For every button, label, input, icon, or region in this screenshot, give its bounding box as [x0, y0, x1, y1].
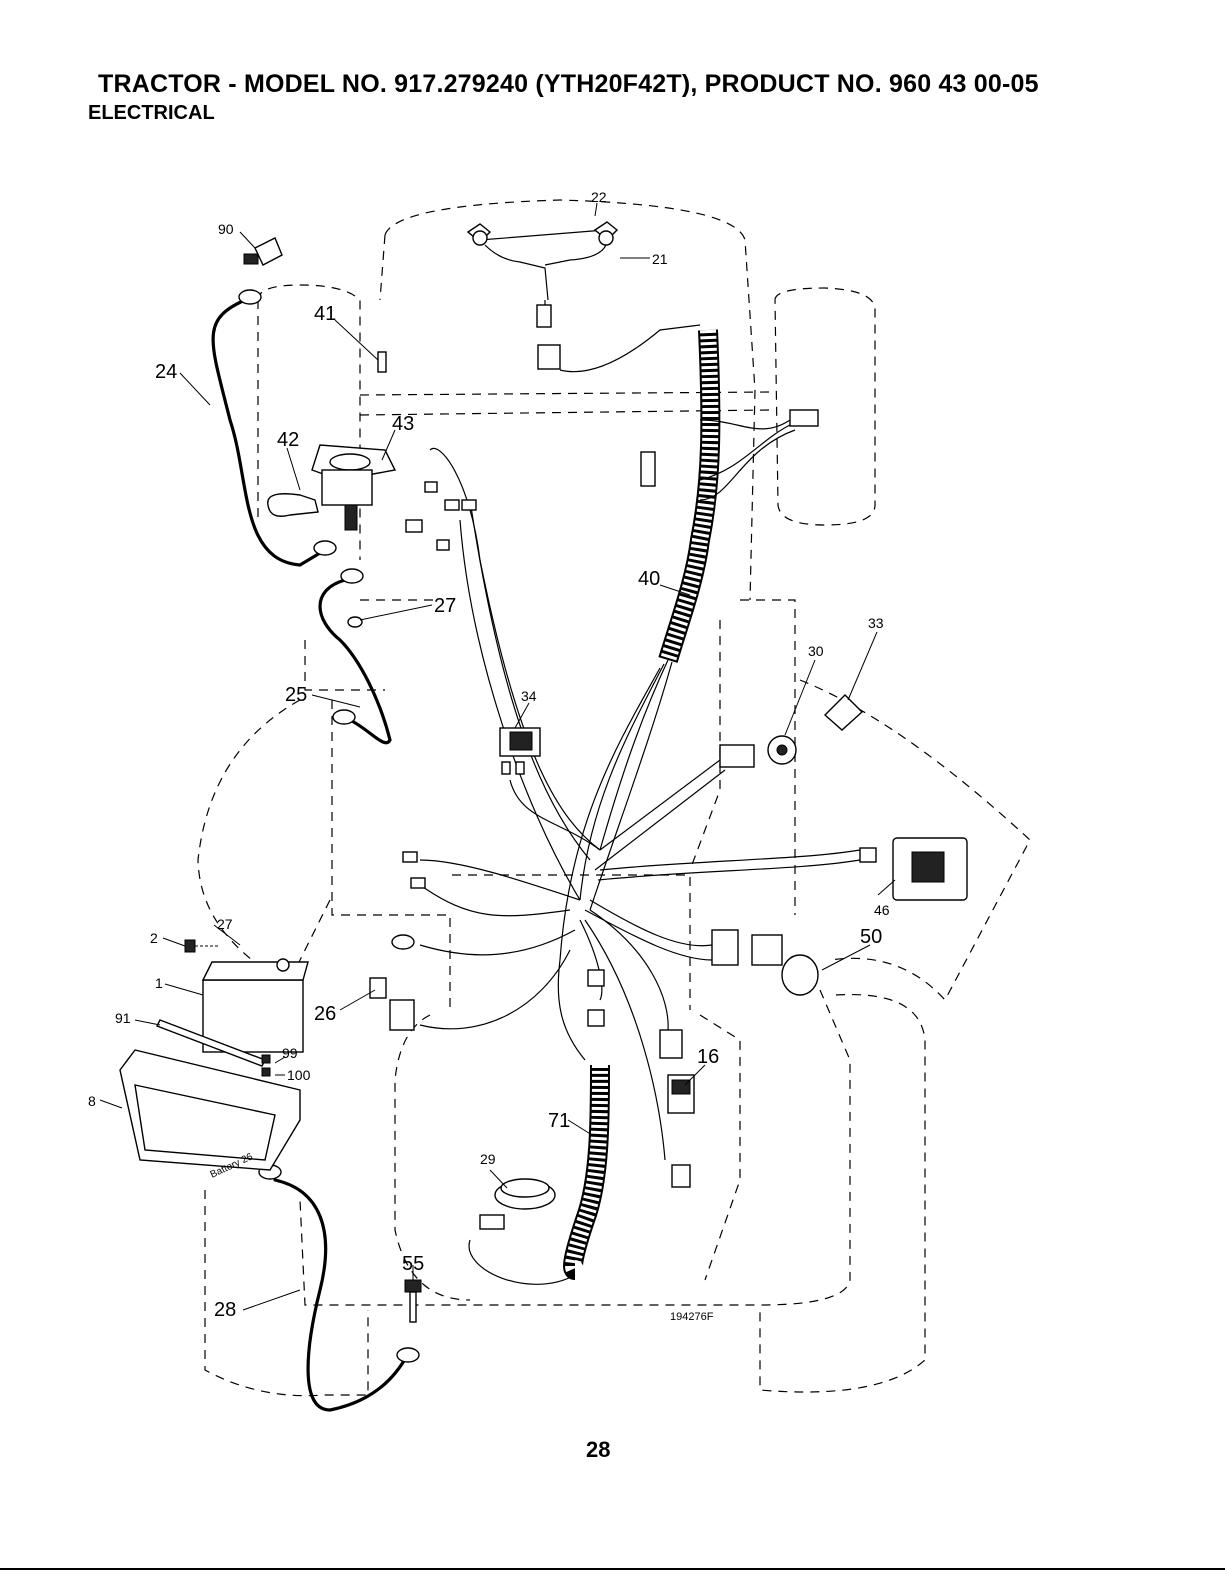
bottom-divider [0, 1568, 1225, 1570]
callout-91: 91 [115, 1010, 131, 1026]
callout-25: 25 [285, 684, 307, 706]
callout-90: 90 [218, 221, 234, 237]
callout-8: 8 [88, 1093, 96, 1109]
callout-43: 43 [392, 413, 414, 435]
callout-34: 34 [521, 688, 537, 704]
callout-41: 41 [314, 303, 336, 325]
page-number: 28 [586, 1437, 610, 1463]
callout-1: 1 [155, 975, 163, 991]
callout-71: 71 [548, 1110, 570, 1132]
callout-100: 100 [287, 1067, 311, 1083]
callout-40: 40 [638, 568, 660, 590]
harness-conduit [668, 330, 710, 660]
callout-16: 16 [697, 1046, 719, 1068]
callout-33: 33 [868, 615, 884, 631]
callout-29: 29 [480, 1151, 496, 1167]
callout-27-upper: 27 [434, 595, 456, 617]
headlight-harness [468, 222, 700, 372]
callout-55: 55 [402, 1253, 424, 1275]
callout-50: 50 [860, 926, 882, 948]
harness-wires [420, 420, 860, 1160]
callout-42: 42 [277, 429, 299, 451]
callout-22: 22 [591, 189, 607, 205]
callout-24: 24 [155, 361, 177, 383]
callout-2: 2 [150, 930, 158, 946]
callout-28: 28 [214, 1299, 236, 1321]
tractor-outline [198, 200, 1030, 1396]
callout-46: 46 [874, 902, 890, 918]
callout-26: 26 [314, 1003, 336, 1025]
callout-30: 30 [808, 643, 824, 659]
callout-99: 99 [282, 1045, 298, 1061]
drawing-number: 194276F [670, 1311, 714, 1323]
callout-27-lower: 27 [217, 916, 233, 932]
callout-21: 21 [652, 251, 668, 267]
